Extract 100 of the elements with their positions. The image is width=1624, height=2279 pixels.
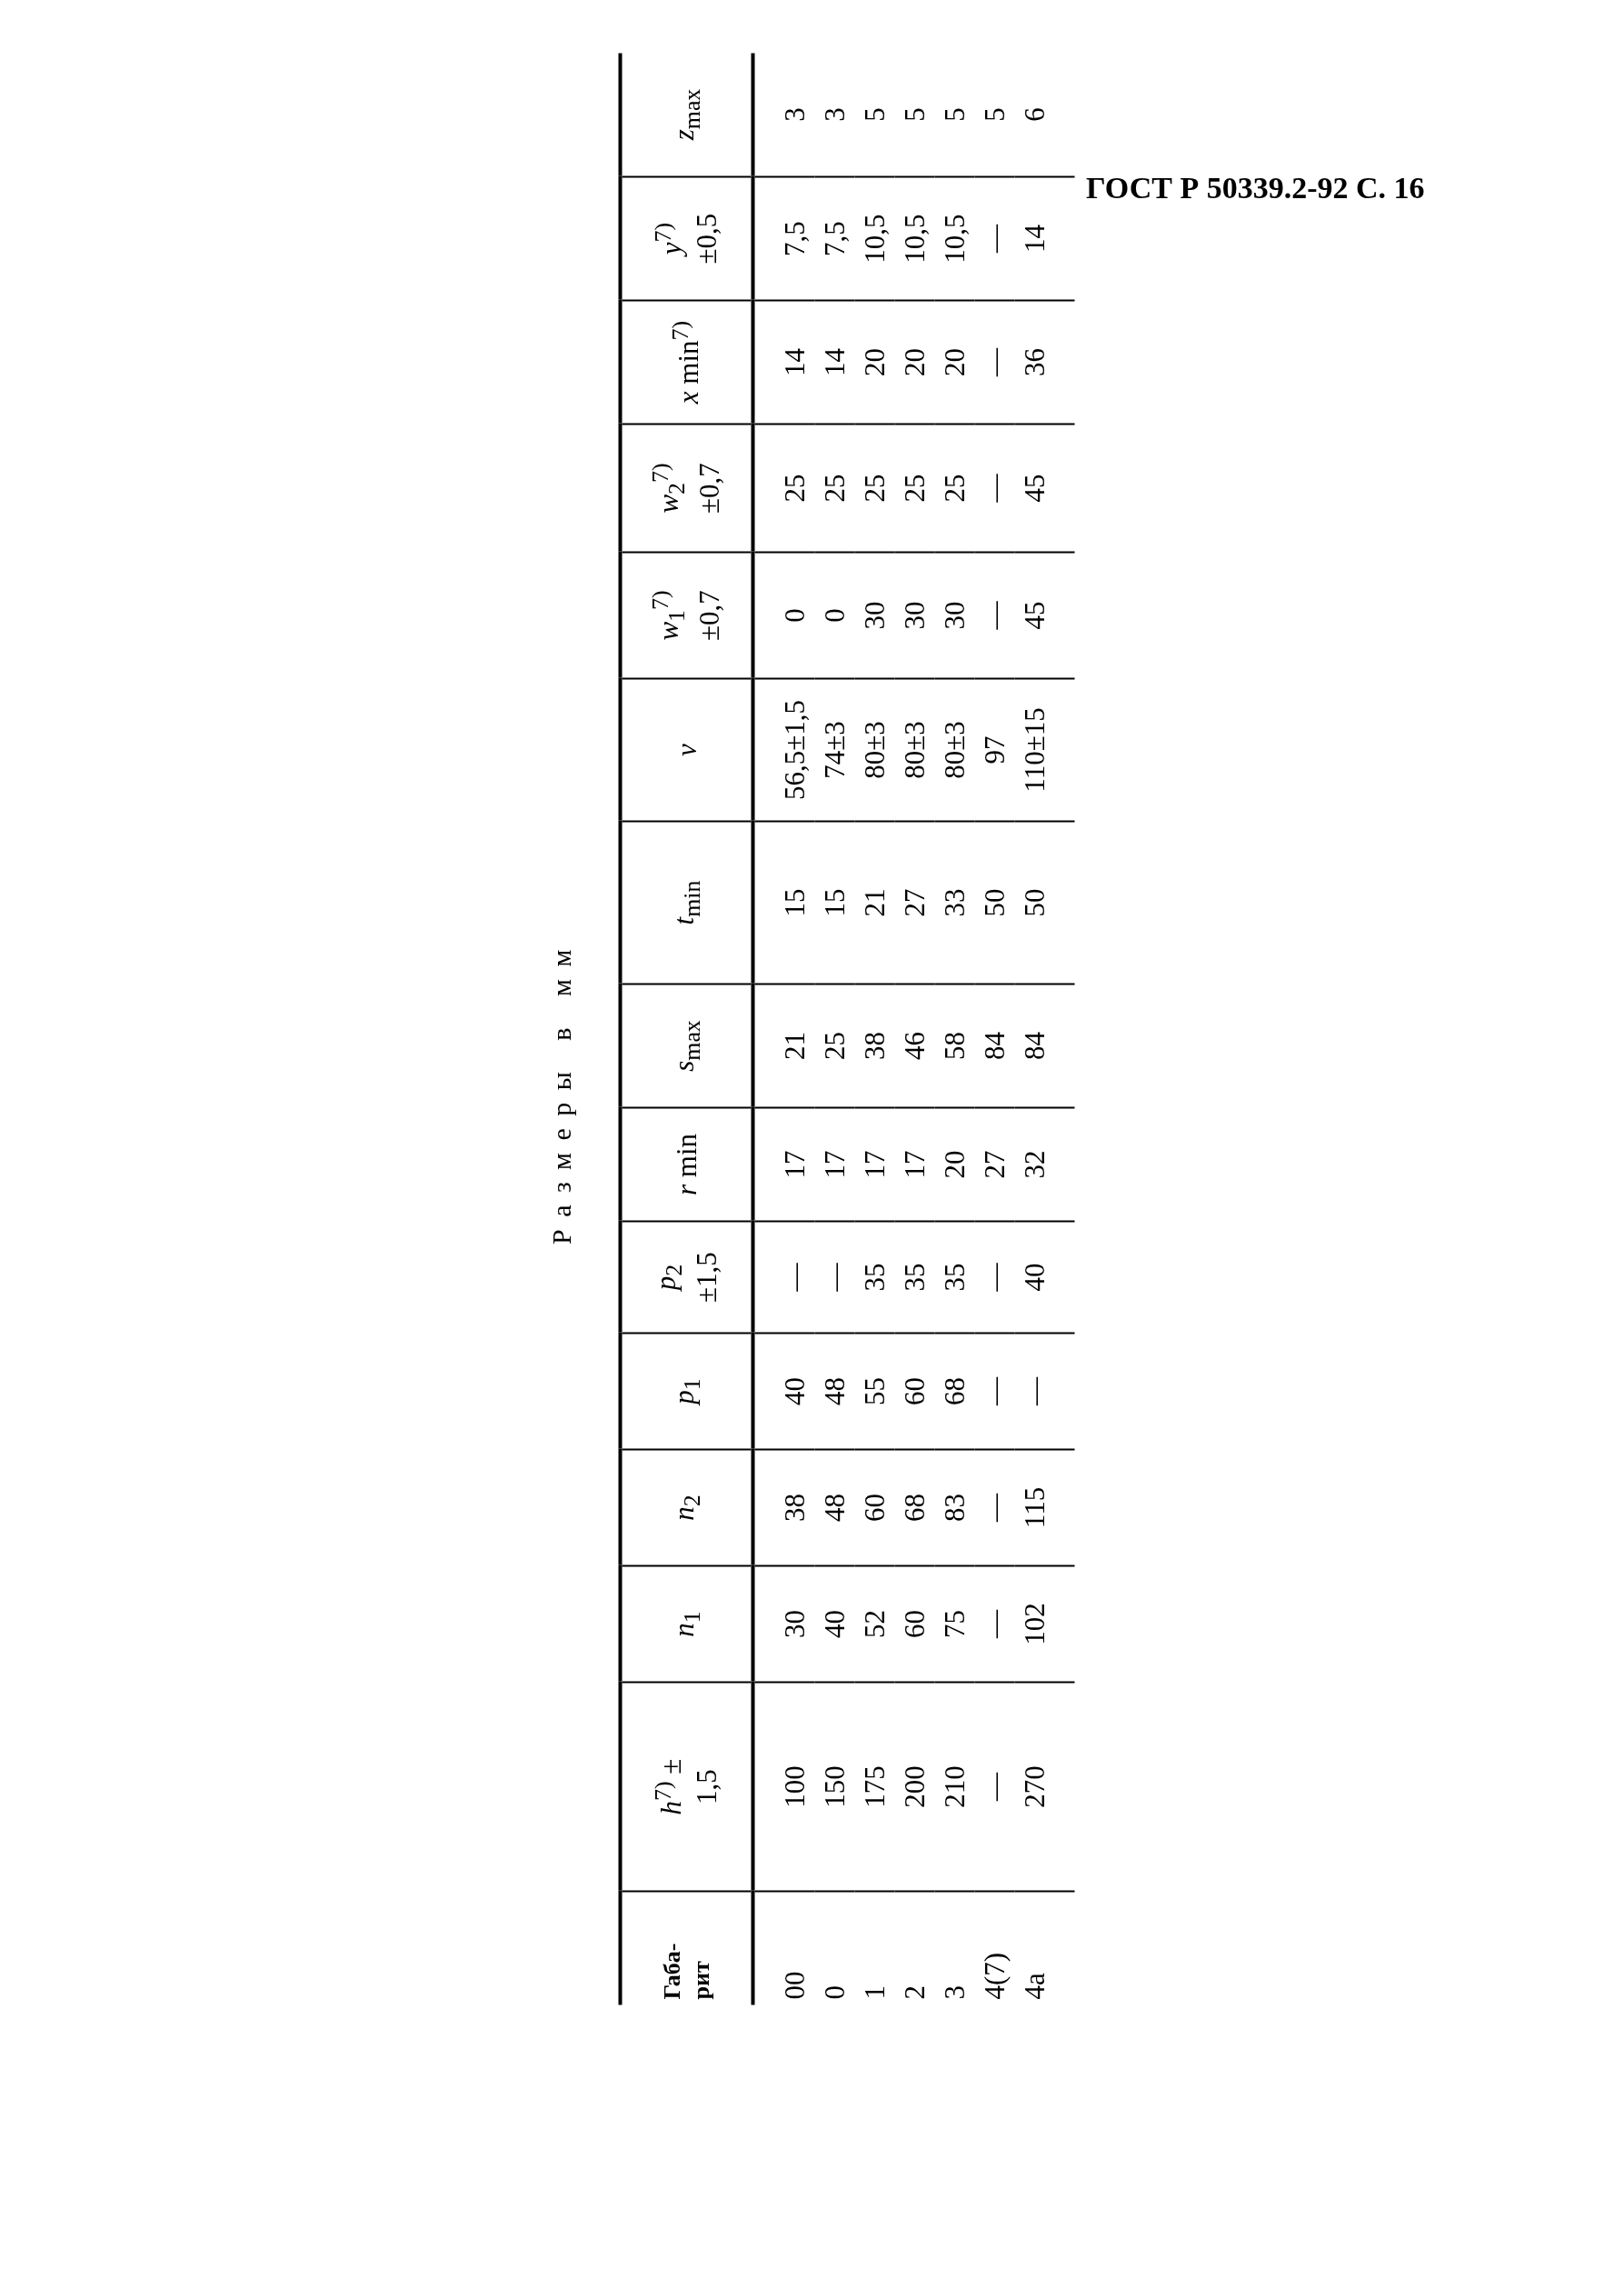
table-cell: 1 <box>858 1985 890 2000</box>
table-cell: — <box>978 601 1010 630</box>
table-cell: 14 <box>818 348 850 376</box>
column-header: v <box>668 744 702 756</box>
table-cell: 48 <box>818 1377 850 1405</box>
table-cell: 5 <box>898 107 930 122</box>
table-cell: 35 <box>898 1263 930 1292</box>
table-cell: — <box>978 1263 1010 1292</box>
table-cell: 25 <box>938 474 970 503</box>
table-cell: — <box>1018 1377 1050 1405</box>
table-cell: 27 <box>898 888 930 917</box>
table-cell: 55 <box>858 1377 890 1405</box>
table-cell: 7,5 <box>818 221 850 256</box>
table-cell: 210 <box>938 1765 970 1808</box>
table-cell: 150 <box>818 1765 850 1808</box>
table-cell: 5 <box>978 107 1010 122</box>
table-cell: 60 <box>858 1494 890 1522</box>
table-cell: 60 <box>898 1377 930 1405</box>
table-cell: 58 <box>938 1032 970 1060</box>
table-cell: — <box>978 348 1010 376</box>
table-cell: 3 <box>938 1985 970 2000</box>
table-cell: 84 <box>978 1032 1010 1060</box>
column-header: y$^{7)}$ ±0,5 <box>648 212 723 266</box>
page-header: ГОСТ Р 50339.2-92 С. 16 <box>1086 171 1425 205</box>
table-cell: 4а <box>1018 1973 1050 2000</box>
table-cell: 33 <box>938 888 970 917</box>
table-cell: 115 <box>1018 1486 1050 1529</box>
table-cell: 20 <box>858 348 890 376</box>
column-header: r min <box>668 1133 702 1196</box>
table-cell: 80±3 <box>858 721 890 779</box>
table-cell: — <box>978 474 1010 503</box>
table-cell: 100 <box>778 1765 810 1808</box>
table-cell: 21 <box>778 1032 810 1060</box>
table-caption: Размеры в мм <box>545 937 575 1244</box>
table-cell: 97 <box>978 735 1010 765</box>
table-cell: 10,5 <box>858 214 890 264</box>
table-cell: 74±3 <box>818 721 850 779</box>
table-cell: 5 <box>938 107 970 122</box>
table-cell: 45 <box>1018 474 1050 503</box>
table-cell: 21 <box>858 888 890 917</box>
table-cell: 17 <box>858 1150 890 1179</box>
table-cell: 20 <box>938 348 970 376</box>
table-cell: 3 <box>778 107 810 122</box>
table-cell: 46 <box>898 1032 930 1060</box>
table-cell: 270 <box>1018 1765 1050 1808</box>
table-cell: 20 <box>898 348 930 376</box>
table-cell: 84 <box>1018 1032 1050 1060</box>
table-cell: 15 <box>778 888 810 917</box>
table-cell: 30 <box>778 1610 810 1638</box>
table-cell: 25 <box>818 1032 850 1060</box>
table-cell: 175 <box>858 1765 890 1808</box>
table-cell: 80±3 <box>898 721 930 779</box>
table-cell: 17 <box>778 1150 810 1179</box>
table-cell: 25 <box>778 474 810 503</box>
table-cell: — <box>978 225 1010 253</box>
table-cell: 35 <box>938 1263 970 1292</box>
table-cell: 200 <box>898 1765 930 1808</box>
table-cell: 0 <box>818 1985 850 2000</box>
table-cell: — <box>978 1494 1010 1522</box>
table-cell: 60 <box>898 1610 930 1638</box>
table-cell: 4(7) <box>978 1952 1010 2000</box>
table-cell: 45 <box>1018 601 1050 630</box>
table-cell: 17 <box>818 1150 850 1179</box>
table-cell: 2 <box>898 1985 930 2000</box>
table-cell: — <box>778 1263 810 1292</box>
table-cell: 38 <box>778 1494 810 1522</box>
table-cell: 25 <box>898 474 930 503</box>
table-cell: 83 <box>938 1494 970 1522</box>
table-cell: 35 <box>858 1263 890 1292</box>
table-cell: — <box>978 1377 1010 1405</box>
table-cell: 25 <box>858 474 890 503</box>
table-cell: 80±3 <box>938 721 970 779</box>
table-cell: 40 <box>1018 1263 1050 1292</box>
table-cell: 3 <box>818 107 850 122</box>
table-cell: — <box>978 1773 1010 1801</box>
table-cell: 17 <box>898 1150 930 1179</box>
table-cell: 15 <box>818 888 850 917</box>
table-cell: — <box>978 1610 1010 1638</box>
table-cell: 10,5 <box>938 214 970 264</box>
table-cell: 48 <box>818 1494 850 1522</box>
table-cell: 56,5±1,5 <box>778 700 810 800</box>
table-cell: 25 <box>818 474 850 503</box>
table-cell: — <box>818 1263 850 1292</box>
table-cell: 50 <box>978 888 1010 917</box>
table-cell: 30 <box>938 601 970 630</box>
table-cell: 30 <box>898 601 930 630</box>
table-cell: 36 <box>1018 348 1050 376</box>
table-cell: 40 <box>778 1377 810 1405</box>
column-header: Габа-рит <box>656 1942 714 2000</box>
table-cell: 52 <box>858 1610 890 1638</box>
table-cell: 00 <box>778 1971 810 2000</box>
table-cell: 68 <box>938 1377 970 1405</box>
table-cell: 110±15 <box>1018 707 1050 793</box>
table-cell: 10,5 <box>898 214 930 264</box>
table-cell: 5 <box>858 107 890 122</box>
table-cell: 40 <box>818 1610 850 1638</box>
table-cell: 0 <box>818 608 850 623</box>
table-cell: 102 <box>1018 1603 1050 1645</box>
table-cell: 30 <box>858 601 890 630</box>
table-cell: 32 <box>1018 1150 1050 1179</box>
